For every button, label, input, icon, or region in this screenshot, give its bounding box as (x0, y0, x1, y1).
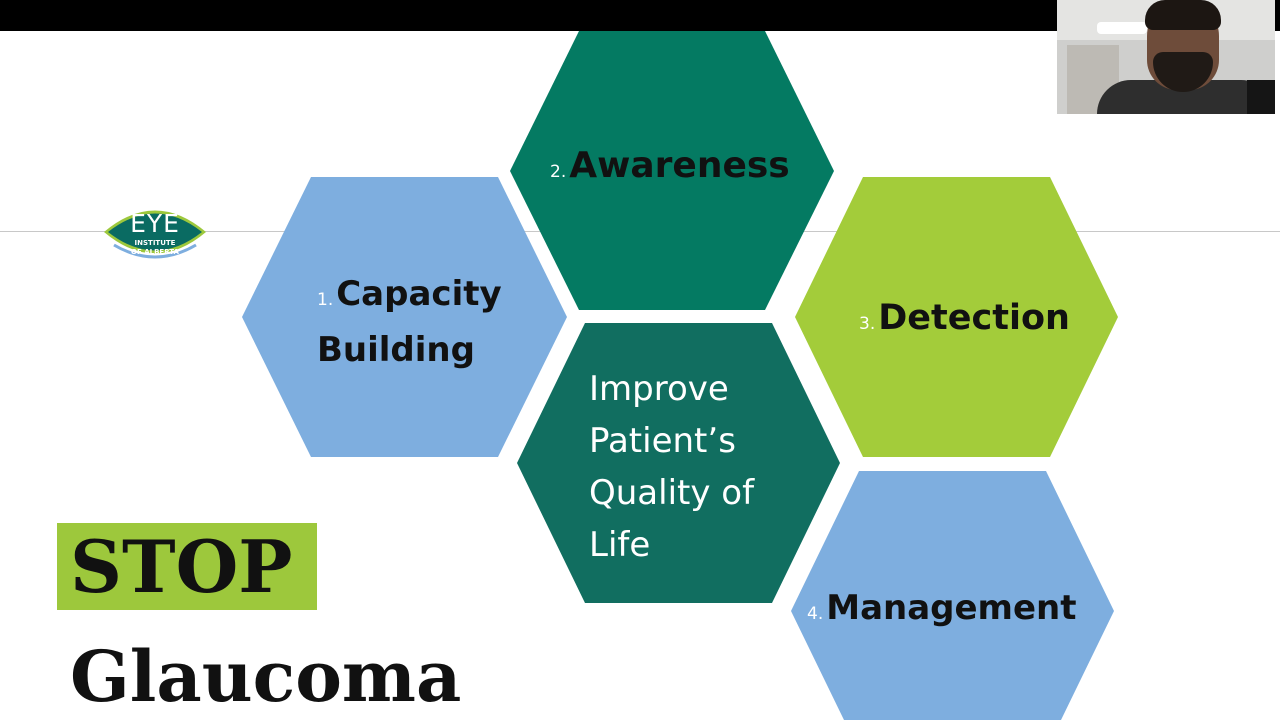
hex-center-line-1: Improve (589, 369, 729, 409)
hex-capacity-label-line2: Building (317, 330, 475, 370)
hex-awareness-number: 2. (550, 162, 567, 182)
title-stop: STOP (70, 524, 293, 609)
hex-detection-label: Detection (878, 298, 1070, 338)
hex-awareness-label: Awareness (569, 145, 790, 186)
hex-detection-number: 3. (859, 314, 876, 334)
hex-management-number: 4. (807, 604, 824, 624)
hex-capacity-label-line1: Capacity (336, 274, 502, 314)
webcam-person-hair (1145, 0, 1221, 30)
logo-line-alberta: OF ALBERTA (131, 248, 179, 256)
eye-institute-logo: EYE INSTITUTE OF ALBERTA (100, 193, 210, 271)
hex-center-line-3: Quality of (589, 473, 755, 513)
hex-center-line-2: Patient’s (589, 421, 736, 461)
hex-detection: 3.Detection (795, 177, 1118, 457)
hex-awareness: 2.Awareness (510, 31, 834, 310)
stop-highlight-box (57, 523, 317, 610)
hex-capacity-building: 1.Capacity Building (242, 177, 567, 457)
logo-line-institute: INSTITUTE (134, 239, 176, 247)
hex-management: 4.Management (791, 471, 1114, 720)
webcam-ceiling-light (1097, 22, 1147, 34)
webcam-chair (1247, 80, 1275, 114)
hex-capacity-number: 1. (317, 290, 334, 310)
hex-center-quality-of-life: Improve Patient’s Quality of Life (517, 323, 840, 603)
hex-center-line-4: Life (589, 525, 651, 565)
title-glaucoma: Glaucoma (70, 635, 462, 718)
hex-management-label: Management (826, 588, 1077, 628)
logo-line-eye: EYE (130, 209, 180, 238)
webcam-video-thumbnail[interactable] (1057, 0, 1275, 114)
